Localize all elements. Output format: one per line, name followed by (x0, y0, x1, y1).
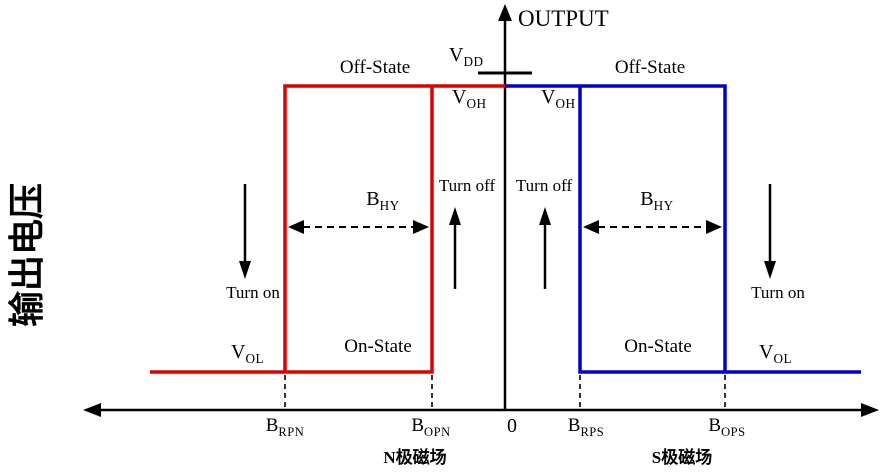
bopn-base: B (411, 415, 425, 436)
vol-base: V (231, 341, 246, 363)
voh-base: V (541, 86, 556, 108)
n-hysteresis-right-arrowhead (413, 220, 429, 234)
brps-base: B (567, 415, 581, 436)
voh-base: V (452, 86, 467, 108)
bhy-base: B (366, 188, 380, 210)
n-off-state-label: Off-State (339, 57, 411, 78)
brpn-tick-label: BRPN (266, 415, 305, 440)
bopn-sub: OPN (424, 424, 451, 439)
brps-tick-label: BRPS (568, 415, 604, 440)
s-pole-hysteresis-curve (505, 84, 861, 374)
voh-label-left: VOH (452, 86, 487, 112)
bhy-sub: HY (379, 198, 400, 213)
n-turn-on-arrowhead (239, 261, 251, 279)
s-on-state-label: On-State (624, 336, 692, 357)
n-on-state-label: On-State (344, 336, 412, 357)
voh-label-right: VOH (541, 86, 576, 112)
bhy-base: B (640, 188, 654, 210)
s-turn-off-label: Turn off (515, 176, 573, 195)
voh-sub: OH (555, 96, 576, 111)
vol-sub: OL (245, 351, 265, 366)
bopn-tick-label: BOPN (411, 415, 450, 440)
bops-sub: OPS (721, 424, 746, 439)
n-hysteresis-left-arrowhead (288, 220, 304, 234)
n-field-region-label: N极磁场 (383, 448, 447, 467)
vdd-label: VDD (449, 44, 484, 70)
vdd-sub: DD (463, 54, 484, 69)
s-turn-off-arrowhead (539, 207, 551, 225)
bops-tick-label: BOPS (708, 415, 745, 440)
bhy-sub: HY (653, 198, 674, 213)
origin-tick-label: 0 (507, 415, 517, 437)
x-axis-right-arrowhead (861, 403, 879, 417)
s-hysteresis-label: BHY (640, 188, 673, 214)
s-off-state-label: Off-State (614, 57, 686, 78)
vol-label-left: VOL (231, 341, 264, 367)
vdd-base: V (449, 44, 464, 66)
s-hysteresis-right-arrowhead (706, 220, 722, 234)
x-axis-left-arrowhead (83, 403, 101, 417)
output-axis-title: OUTPUT (518, 6, 609, 31)
s-turn-on-label: Turn on (751, 283, 805, 302)
voh-sub: OH (466, 96, 487, 111)
n-hysteresis-label: BHY (366, 188, 399, 214)
n-turn-on-label: Turn on (226, 283, 280, 302)
brps-sub: RPS (580, 424, 605, 439)
vol-base: V (759, 341, 774, 363)
n-turn-off-label: Turn off (438, 176, 496, 195)
s-turn-on-arrowhead (764, 261, 776, 279)
s-field-region-label: S极磁场 (651, 448, 713, 467)
vol-label-right: VOL (759, 341, 792, 367)
s-hysteresis-left-arrowhead (583, 220, 599, 234)
brpn-base: B (265, 415, 279, 436)
n-pole-hysteresis-curve (150, 84, 506, 374)
n-turn-off-arrowhead (449, 207, 461, 225)
bops-base: B (708, 415, 722, 436)
vol-sub: OL (773, 351, 793, 366)
brpn-sub: RPN (278, 424, 305, 439)
y-axis-title: 输出电压 (7, 182, 47, 328)
y-axis-arrowhead (498, 4, 512, 21)
